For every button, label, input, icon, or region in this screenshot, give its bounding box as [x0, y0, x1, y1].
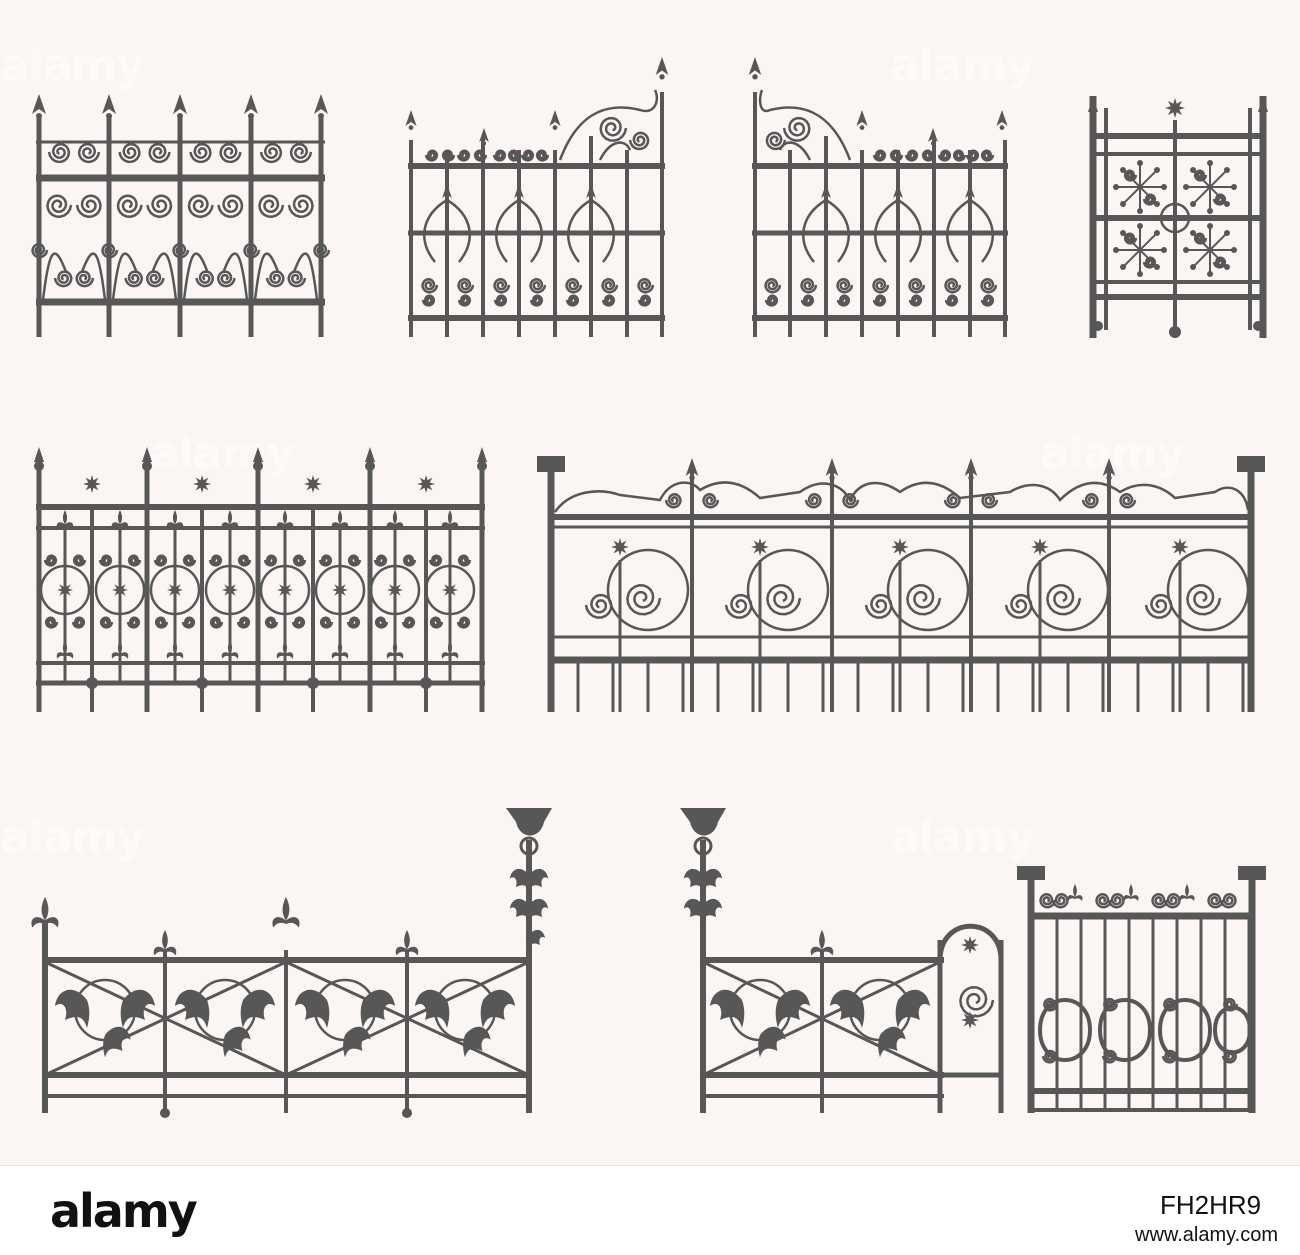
alamy-logo: alamy: [50, 1184, 198, 1238]
fence-scroll-spear: [31, 94, 331, 337]
fence-arch-scroll: [537, 456, 1265, 712]
fence-leaf-gate: [680, 808, 1004, 1113]
image-id: FH2HR9: [1160, 1190, 1262, 1220]
fence-gate-panel: [1017, 866, 1266, 1113]
site-url: www.alamy.com: [1135, 1224, 1278, 1246]
illustration-canvas: alamy alamy alamy alamy alamy alamy: [31, 57, 1268, 1118]
fence-corner-right: [748, 57, 1008, 337]
fence-corner-left: [405, 57, 669, 337]
wrought-iron-fences: [31, 57, 1268, 1118]
stock-footer: alamy FH2HR9 www.alamy.com: [0, 1165, 1300, 1255]
fence-flower-railing: [34, 447, 487, 712]
fence-square-panel: [1088, 96, 1268, 338]
fence-leaf-post-left: [31, 808, 552, 1118]
